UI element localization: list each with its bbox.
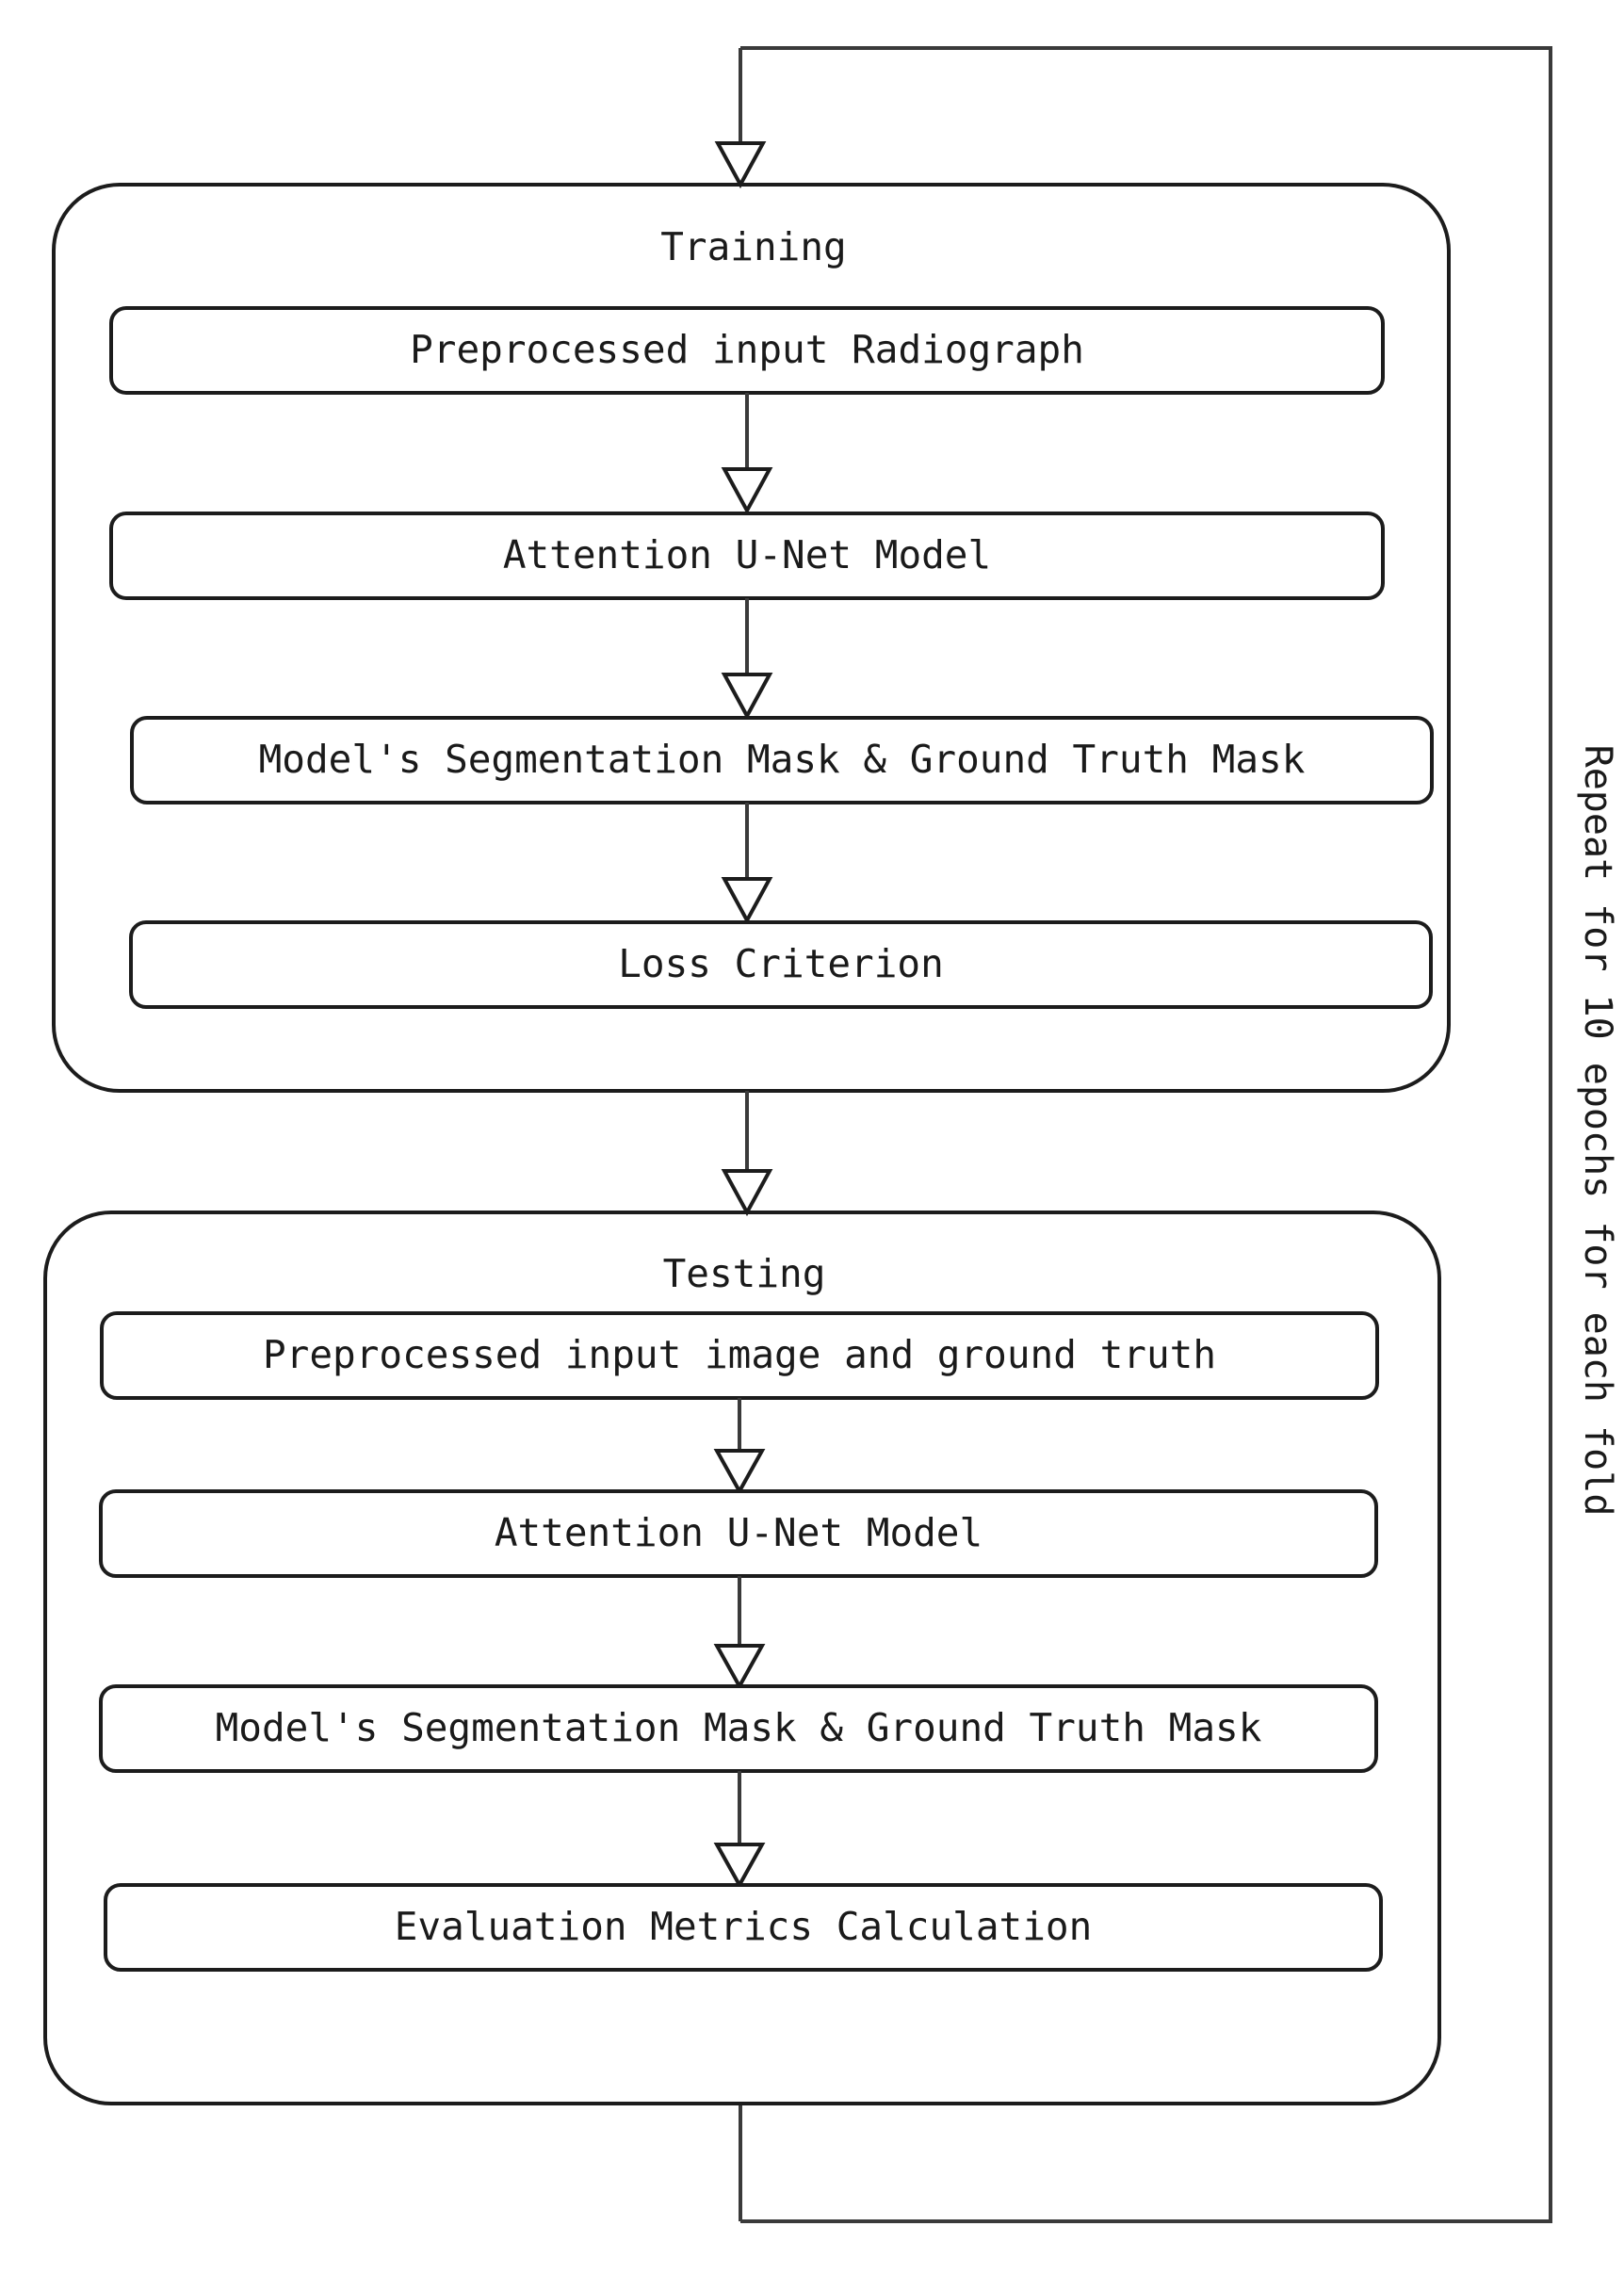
testing-step-4-label: Evaluation Metrics Calculation xyxy=(395,1904,1093,1949)
testing-connector-1-2 xyxy=(713,1398,766,1496)
training-connector-1-2 xyxy=(721,393,773,515)
training-group-label: Training xyxy=(660,224,846,269)
testing-step-2-label: Attention U-Net Model xyxy=(495,1510,983,1555)
testing-connector-2-3 xyxy=(713,1576,766,1691)
training-connector-3-4 xyxy=(721,803,773,925)
training-step-3-box[interactable] xyxy=(130,716,1434,804)
testing-group-border xyxy=(43,1211,1441,2105)
arrow-head-training-2-3 xyxy=(721,673,773,721)
training-step-4-label: Loss Criterion xyxy=(618,941,944,986)
arrow-head-training-1-2 xyxy=(721,467,773,515)
testing-step-2[interactable]: Attention U-Net Model xyxy=(99,1489,1378,1578)
training-group-border xyxy=(52,183,1451,1093)
training-step-2[interactable]: Attention U-Net Model xyxy=(109,512,1385,600)
training-step-4-box[interactable] xyxy=(129,920,1433,1009)
arrow-head-testing-1-2 xyxy=(713,1449,766,1496)
training-group: Training Preprocessed input Radiograph A… xyxy=(52,183,1451,1093)
feedback-loop-label: Repeat for 10 epochs for each fold xyxy=(1576,745,1619,1517)
testing-connector-3-4 xyxy=(713,1771,766,1890)
training-connector-2-3 xyxy=(721,598,773,721)
training-step-3[interactable]: Model's Segmentation Mask & Ground Truth… xyxy=(130,716,1434,804)
testing-step-1[interactable]: Preprocessed input image and ground trut… xyxy=(100,1311,1379,1400)
training-step-2-label: Attention U-Net Model xyxy=(503,532,991,577)
arrow-head-into-training xyxy=(714,141,767,189)
testing-step-4[interactable]: Evaluation Metrics Calculation xyxy=(104,1883,1383,1972)
testing-group: Testing Preprocessed input image and gro… xyxy=(43,1211,1441,2105)
testing-group-label: Testing xyxy=(663,1251,826,1296)
arrow-head-testing-2-3 xyxy=(713,1644,766,1691)
testing-step-3-label: Model's Segmentation Mask & Ground Truth… xyxy=(216,1705,1262,1750)
feedback-loop-path xyxy=(714,46,1552,2223)
training-step-3-label: Model's Segmentation Mask & Ground Truth… xyxy=(259,737,1306,782)
training-step-1-label: Preprocessed input Radiograph xyxy=(410,327,1084,372)
training-to-testing-connector xyxy=(721,1091,773,1217)
arrow-head-training-to-testing xyxy=(721,1169,773,1217)
testing-step-3[interactable]: Model's Segmentation Mask & Ground Truth… xyxy=(99,1684,1378,1773)
training-step-4[interactable]: Loss Criterion xyxy=(129,920,1433,1009)
arrow-head-training-3-4 xyxy=(721,877,773,925)
training-step-1[interactable]: Preprocessed input Radiograph xyxy=(109,306,1385,395)
testing-step-4-box[interactable] xyxy=(104,1883,1383,1972)
testing-step-1-label: Preprocessed input image and ground trut… xyxy=(263,1332,1216,1377)
arrow-head-testing-3-4 xyxy=(713,1843,766,1890)
